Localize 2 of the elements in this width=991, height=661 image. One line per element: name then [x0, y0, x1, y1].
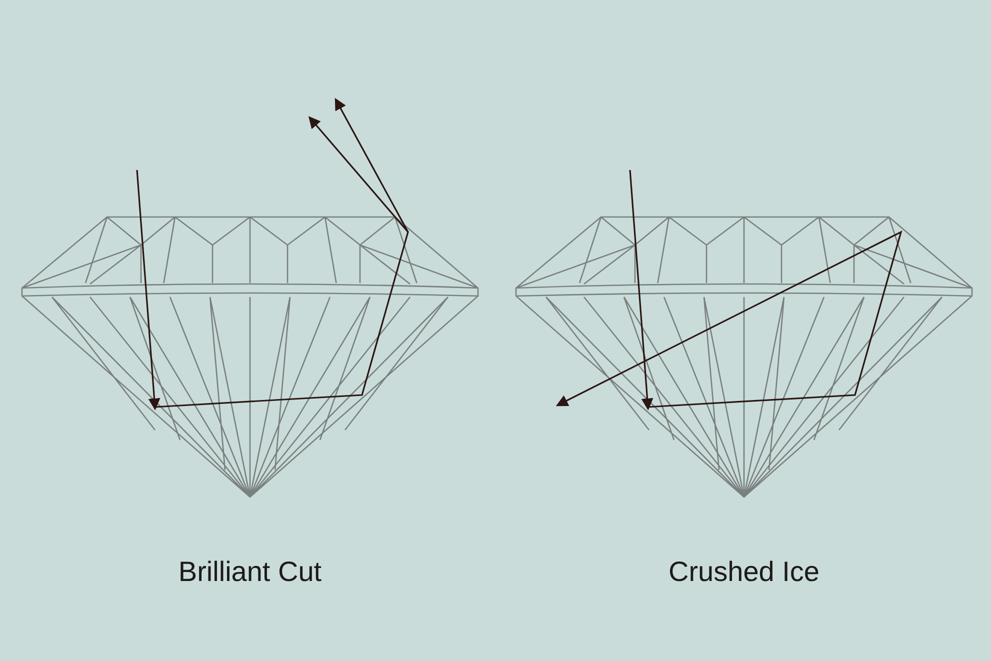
diamond-caption: Crushed Ice	[668, 555, 820, 589]
diamond-caption: Brilliant Cut	[177, 555, 323, 589]
